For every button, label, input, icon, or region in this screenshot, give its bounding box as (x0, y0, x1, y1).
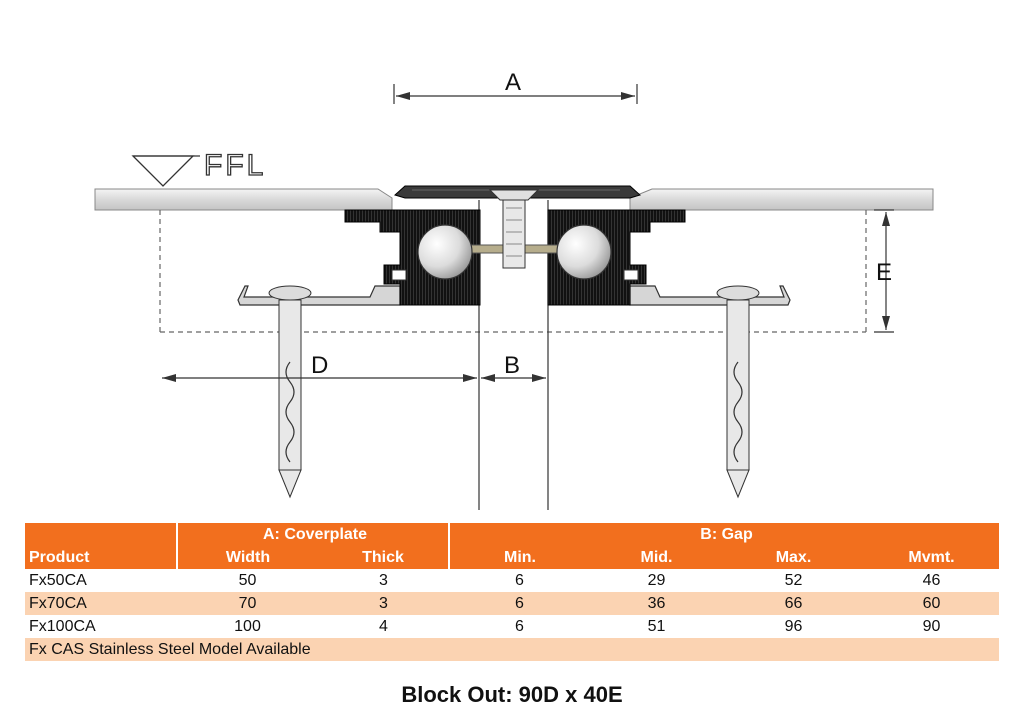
gap-mvmt-cell: 46 (860, 569, 999, 592)
dimension-d-label: D (311, 352, 328, 379)
floor-slab-left (94, 188, 393, 211)
dimension-e: E (874, 209, 894, 333)
column-header-min: Min. (448, 546, 586, 569)
width-cell: 70 (177, 592, 314, 615)
gap-mvmt-cell: 90 (860, 615, 999, 638)
specification-table: A: Coverplate B: Gap Product Width Thick… (25, 523, 999, 661)
gap-mid-cell: 51 (586, 615, 723, 638)
column-header-max: Max. (723, 546, 860, 569)
gap-max-cell: 66 (723, 592, 860, 615)
table-row: Fx100CA 100 4 6 51 96 90 (25, 615, 999, 638)
gap-max-cell: 96 (723, 615, 860, 638)
right-ball-joint (556, 224, 612, 280)
gap-min-cell: 6 (449, 615, 586, 638)
table-note-row: Fx CAS Stainless Steel Model Available (25, 638, 999, 661)
table-column-header-row: Product Width Thick Min. Mid. Max. Mvmt. (25, 546, 999, 569)
right-base-flange (629, 285, 791, 306)
dimension-b-label: B (504, 352, 520, 379)
thick-cell: 3 (314, 592, 449, 615)
dimension-b: B (481, 352, 546, 382)
column-header-product: Product (25, 546, 177, 569)
expansion-joint-section-diagram: FFL A E D B (94, 69, 934, 510)
block-out-caption: Block Out: 90D x 40E (401, 682, 623, 707)
right-anchor-screw (716, 285, 760, 499)
gap-mvmt-cell: 60 (860, 592, 999, 615)
ffl-label: FFL (204, 149, 266, 182)
dimension-d: D (162, 352, 477, 382)
product-cell: Fx50CA (25, 569, 177, 592)
thick-cell: 4 (314, 615, 449, 638)
stainless-steel-note: Fx CAS Stainless Steel Model Available (25, 638, 999, 661)
gap-min-cell: 6 (449, 592, 586, 615)
thick-cell: 3 (314, 569, 449, 592)
column-header-mid: Mid. (586, 546, 723, 569)
floor-slab-right (629, 188, 934, 211)
dimension-a: A (393, 69, 638, 104)
center-screw (488, 189, 540, 269)
gap-group-header: B: Gap (448, 523, 999, 546)
left-anchor-screw (268, 285, 312, 499)
table-row: Fx70CA 70 3 6 36 66 60 (25, 592, 999, 615)
table-group-header-spacer (25, 523, 177, 546)
dimension-e-label: E (876, 259, 892, 286)
coverplate-group-header: A: Coverplate (176, 523, 449, 546)
table-row: Fx50CA 50 3 6 29 52 46 (25, 569, 999, 592)
table-group-header-row: A: Coverplate B: Gap (25, 523, 999, 546)
column-header-thick: Thick (314, 546, 449, 569)
gap-min-cell: 6 (449, 569, 586, 592)
column-header-width: Width (176, 546, 314, 569)
column-header-mvmt: Mvmt. (860, 546, 999, 569)
product-cell: Fx100CA (25, 615, 177, 638)
gap-mid-cell: 29 (586, 569, 723, 592)
dimension-a-label: A (505, 69, 521, 96)
left-base-flange (237, 285, 401, 306)
width-cell: 100 (177, 615, 314, 638)
ffl-marker: FFL (131, 148, 266, 187)
gap-mid-cell: 36 (586, 592, 723, 615)
width-cell: 50 (177, 569, 314, 592)
left-ball-joint (417, 224, 473, 280)
product-cell: Fx70CA (25, 592, 177, 615)
gap-max-cell: 52 (723, 569, 860, 592)
